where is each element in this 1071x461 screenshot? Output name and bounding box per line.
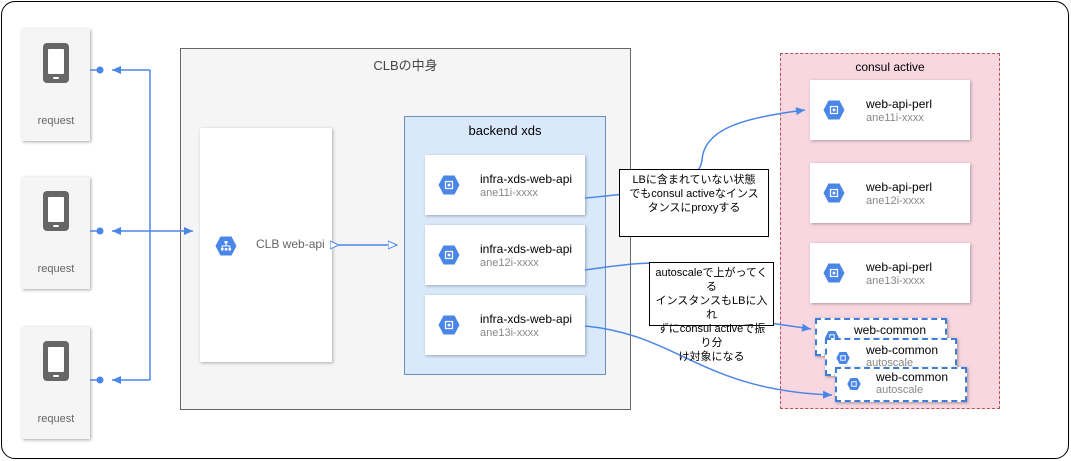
- instance-sub: autoscale: [876, 384, 924, 396]
- consul-perl-instance-2: web-api-perl ane12i-xxxx: [810, 163, 970, 223]
- compute-engine-icon: [836, 351, 850, 365]
- instance-host: ane11i-xxxx: [480, 187, 538, 199]
- instance-sub: autoscale: [866, 357, 914, 369]
- request-device-2: request: [22, 177, 90, 289]
- clb-title: CLBの中身: [373, 58, 438, 73]
- consul-perl-instance-1: web-api-perl ane11i-xxxx: [810, 80, 970, 140]
- note-consul-proxy: LBに含まれていない状態 でもconsul activeなインス タンスにpro…: [619, 169, 769, 237]
- instance-name: web-api-perl: [866, 180, 933, 194]
- instance-name: infra-xds-web-api: [480, 242, 573, 256]
- request-label: request: [37, 413, 75, 425]
- instance-name: infra-xds-web-api: [480, 172, 573, 186]
- compute-engine-icon: [823, 263, 845, 283]
- request-label: request: [37, 115, 75, 127]
- compute-engine-icon: [823, 183, 845, 203]
- instance-name: web-common: [866, 343, 939, 357]
- instance-name: web-api-perl: [866, 260, 933, 274]
- instance-name: web-api-perl: [866, 97, 933, 111]
- request-device-3: request: [22, 327, 90, 439]
- instance-host: ane11i-xxxx: [866, 112, 924, 124]
- note-autoscale: autoscaleで上がってくる インスタンスもLBに入れ ずにconsul a…: [649, 262, 774, 363]
- request-device-1: request: [22, 29, 90, 141]
- backend-instance-2: infra-xds-web-api ane12i-xxxx: [425, 225, 585, 285]
- compute-engine-icon: [438, 315, 460, 335]
- consul-active-title: consul active: [855, 60, 925, 74]
- backend-instance-3: infra-xds-web-api ane13i-xxxx: [425, 295, 585, 355]
- compute-engine-icon: [438, 175, 460, 195]
- instance-host: ane12i-xxxx: [480, 257, 539, 269]
- mobile-phone-icon: [43, 341, 69, 381]
- backend-xds-title: backend xds: [468, 123, 542, 138]
- clb-web-api-label: CLB web-api: [256, 237, 325, 251]
- instance-host: ane13i-xxxx: [866, 275, 925, 287]
- load-balancer-icon: [215, 236, 237, 256]
- web-common-instance-3: web-common autoscale: [835, 367, 967, 402]
- instance-host: ane12i-xxxx: [866, 195, 925, 207]
- instance-name: web-common: [854, 323, 927, 337]
- compute-engine-icon: [823, 100, 845, 120]
- mobile-phone-icon: [43, 43, 69, 83]
- compute-engine-icon: [847, 377, 861, 391]
- instance-name: web-common: [876, 370, 949, 384]
- request-connector: [90, 66, 193, 384]
- connector-endpoints: [96, 66, 104, 384]
- mobile-phone-icon: [43, 191, 69, 231]
- instance-host: ane13i-xxxx: [480, 327, 539, 339]
- compute-engine-icon: [438, 245, 460, 265]
- request-label: request: [37, 263, 75, 275]
- instance-name: infra-xds-web-api: [480, 312, 573, 326]
- backend-instance-1: infra-xds-web-api ane11i-xxxx: [425, 155, 585, 215]
- consul-perl-instance-3: web-api-perl ane13i-xxxx: [810, 243, 970, 303]
- autoscale-connector: [769, 322, 812, 332]
